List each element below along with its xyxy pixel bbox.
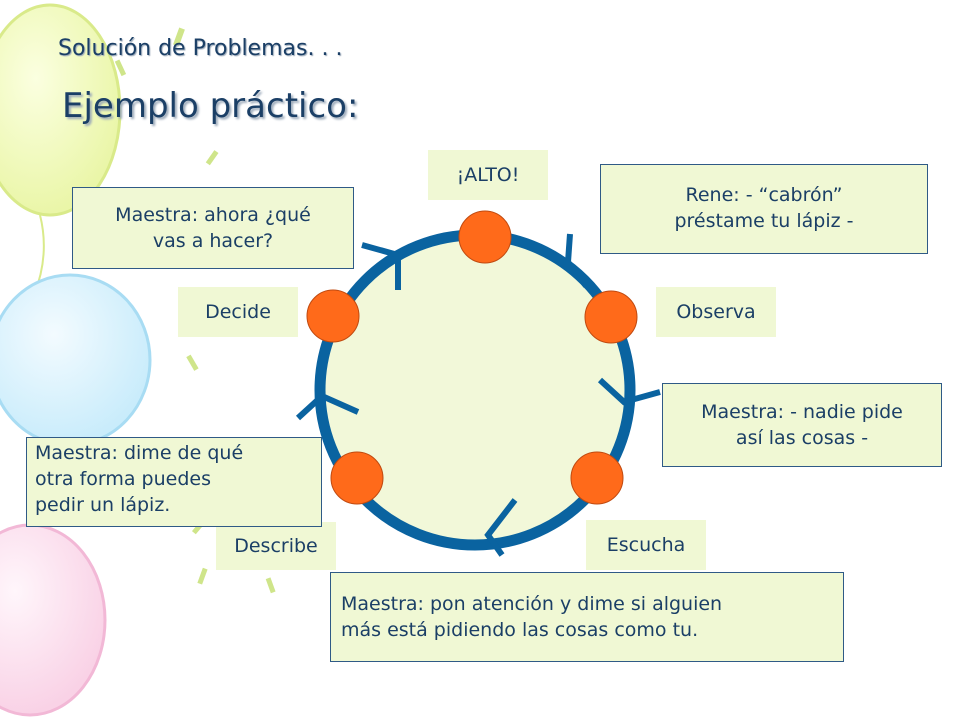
stage-describe-label: Describe [234,535,318,557]
stage-observa: Observa [656,287,776,337]
note-dime: Maestra: dime de qué otra forma puedes p… [26,437,322,527]
node-observa [584,290,638,344]
note-rene: Rene: - “cabrón” préstame tu lápiz - [600,164,928,254]
note-atencion: Maestra: pon atención y dime si alguien … [330,572,844,662]
arrow-alto-observa [564,233,589,288]
stage-decide-label: Decide [205,301,271,323]
note-dime-line-2: otra forma puedes [35,468,211,490]
note-ahora-line-1: Maestra: ahora ¿qué [115,204,311,226]
node-escucha [570,451,624,505]
note-dime-line-3: pedir un lápiz. [35,494,171,516]
stage-alto-label: ¡ALTO! [456,164,520,186]
note-rene-line-1: Rene: - “cabrón” [685,184,843,206]
note-atencion-line-1: Maestra: pon atención y dime si alguien [341,593,723,615]
note-nadie: Maestra: - nadie pide así las cosas - [662,383,942,467]
stage-escucha-label: Escucha [606,534,686,556]
stage-observa-label: Observa [676,301,756,323]
arrow-describe-decide [295,392,360,421]
note-nadie-line-1: Maestra: - nadie pide [701,401,903,423]
note-nadie-line-2: así las cosas - [735,427,869,449]
arrow-escucha-describe [484,498,518,557]
slide-title: Ejemplo práctico: [62,86,359,126]
arrow-observa-nadie [597,377,661,406]
note-ahora: Maestra: ahora ¿qué vas a hacer? [72,187,354,269]
node-alto [458,210,512,264]
cycle-arrows [295,233,661,557]
stage-escucha: Escucha [586,520,706,570]
stage-decide: Decide [178,287,298,337]
note-dime-line-1: Maestra: dime de qué [35,442,244,464]
node-decide [306,289,360,343]
note-atencion-line-2: más está pidiendo las cosas como tu. [341,619,699,641]
note-ahora-line-2: vas a hacer? [152,230,274,252]
slide-subtitle: Solución de Problemas. . . [58,36,343,61]
arrow-decide-alto [361,242,401,290]
stage-alto: ¡ALTO! [428,150,548,200]
node-describe [330,451,384,505]
stage-describe: Describe [216,522,336,570]
note-rene-line-2: préstame tu lápiz - [674,210,854,232]
